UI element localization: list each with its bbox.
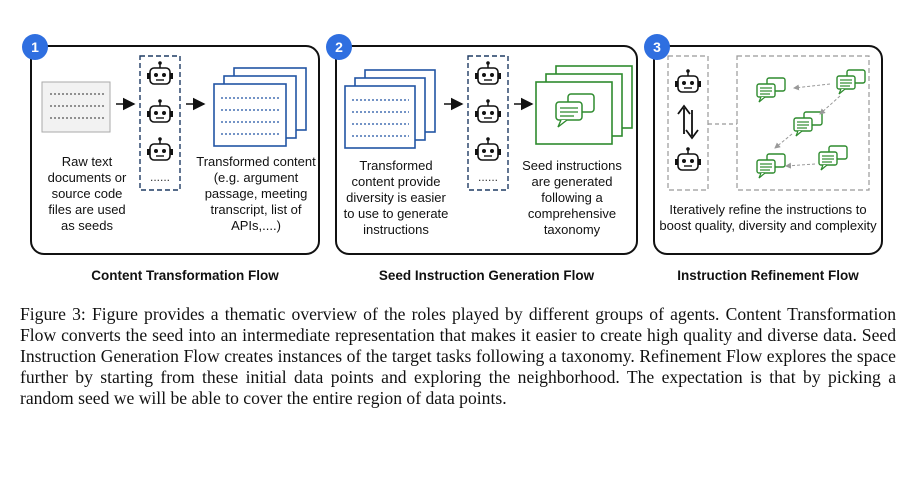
step-badge-2: 2 <box>326 34 352 60</box>
agent-group-icon: ...... <box>139 55 181 191</box>
svg-text:......: ...... <box>478 170 498 184</box>
agent-group-icon: ...... <box>467 55 509 191</box>
seed-instruction-title: Seed Instruction Generation Flow <box>378 268 595 283</box>
svg-text:......: ...... <box>150 170 170 184</box>
seed-instructions-description: Seed instructions are generated followin… <box>522 158 622 237</box>
refinement-description: Iteratively refine the instructions to b… <box>659 202 877 233</box>
step-badge-3: 3 <box>644 34 670 60</box>
instruction-refinement-title: Instruction Refinement Flow <box>677 268 859 283</box>
transformed-content-note: Transformed content provide diversity is… <box>343 158 449 237</box>
figure-caption: Figure 3: Figure provides a thematic ove… <box>20 304 896 408</box>
raw-document-icon <box>41 81 111 133</box>
content-transformation-title: Content Transformation Flow <box>91 268 279 283</box>
seed-instructions-icon <box>535 65 633 145</box>
raw-seed-description: Raw text documents or source code files … <box>47 154 127 233</box>
swap-arrows-icon <box>677 104 699 140</box>
figure: ...... ...... <box>22 34 883 283</box>
transformed-content-description: Transformed content (e.g. argument passa… <box>196 154 316 233</box>
diagram-graphics: ...... ...... <box>41 55 870 191</box>
step-badge-1: 1 <box>22 34 48 60</box>
refinement-agents-icon <box>667 55 709 191</box>
transformed-documents-icon <box>213 67 307 147</box>
input-documents-icon <box>344 69 436 149</box>
data-neighborhood-icon <box>736 55 870 191</box>
